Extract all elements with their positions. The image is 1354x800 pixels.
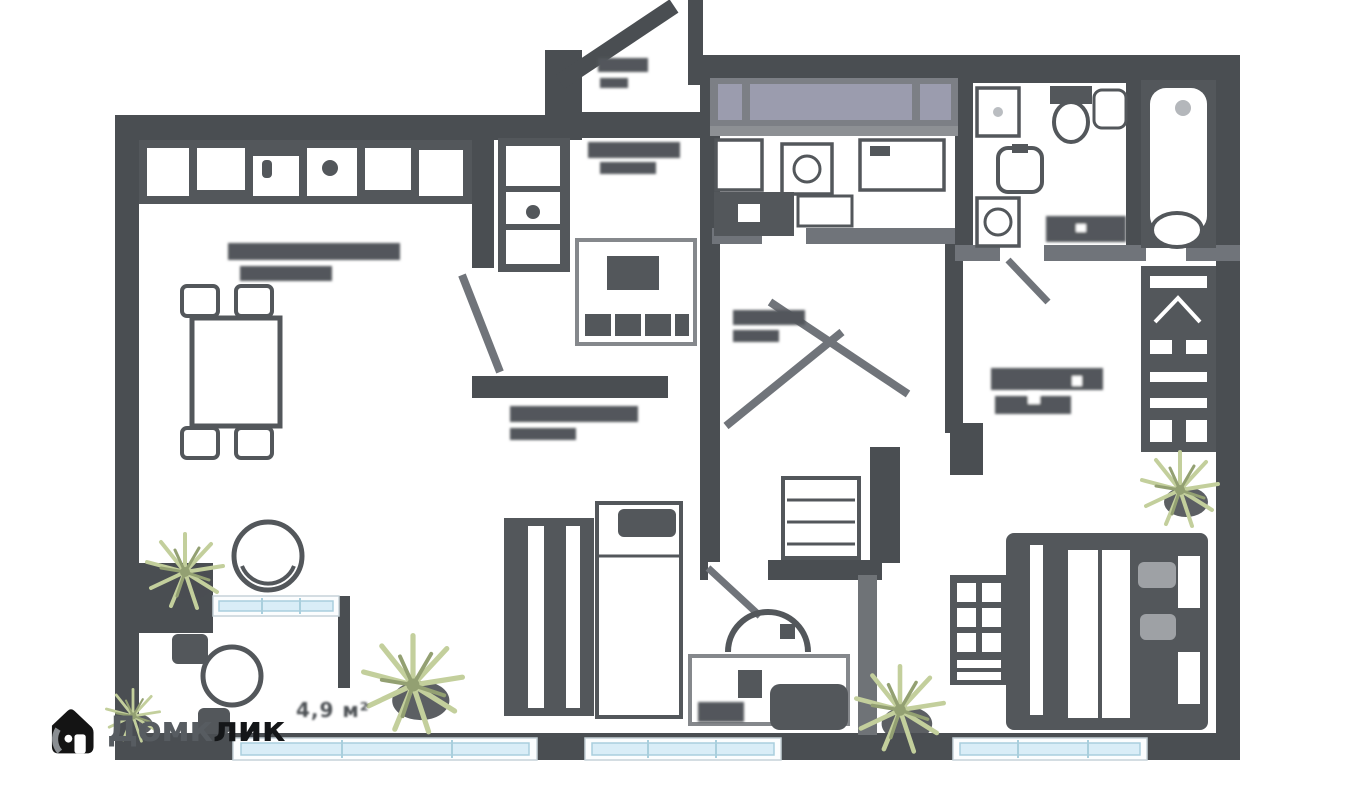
wall-right [1216,55,1240,760]
tub-room-door-opening [1146,245,1186,261]
room-label-blob [588,142,680,174]
room-label-blob [733,310,805,342]
wall-kitchen-sill [582,112,703,138]
sofa-icon [1006,533,1208,730]
wardrobe-icon [1141,266,1216,452]
wall-kitchen-bottom [472,376,668,398]
wall-hall-bottom-stub [700,560,708,580]
pillow-icon [1140,614,1176,640]
washing-machine-icon [780,142,834,196]
tv-stand-icon [950,575,1008,685]
room-label-blob [1046,216,1126,242]
brand-text: Домклик [107,709,286,750]
wall-bathroom-left [955,83,973,245]
brand-part2: лик [212,709,286,750]
plant-icon [1140,450,1220,528]
storage-box-icon [796,194,854,228]
wall-bedroom-right [858,575,877,735]
balcony-glazing [710,78,958,136]
pedestal-sink-icon [1150,211,1204,249]
chair-icon [770,684,848,730]
balcony-area-label: 4,9 м² [296,698,370,722]
bay-marks [598,58,648,88]
brand-part1: Домк [107,709,213,750]
kitchen-counter-icon [498,138,570,272]
wall-left [115,115,139,760]
round-table-icon [172,634,264,734]
bathroom-door-opening [1000,245,1044,261]
sink-icon [526,205,540,219]
shower-tray-icon [975,86,1021,138]
window-icon [584,737,782,761]
faucet-icon [1175,100,1191,116]
chair-icon [234,426,274,460]
desk-icon [688,654,850,730]
toilet-icon [1050,86,1092,144]
pillow-icon [1138,562,1176,588]
kitchen-counter-icon [139,140,472,204]
wardrobe-icon [504,518,594,716]
stove-icon [575,238,697,346]
room-label-blob [991,368,1103,414]
door-swing-icon [705,565,763,619]
watermark: Домклик [45,703,286,757]
room-label-blob [228,243,400,281]
hanger-icon [1153,295,1202,324]
chair-icon [198,708,230,734]
chair-icon [180,284,220,318]
bed-icon [595,501,683,719]
faucet-icon [1012,144,1028,153]
wall-tub-divider [1126,83,1141,245]
door-swings [458,257,1051,619]
wall-hall-left [700,395,720,562]
door-swing-icon [1005,257,1051,305]
dining-table-icon [180,284,283,460]
door-swing-icon [458,273,504,374]
windows [212,595,1148,761]
plant-icon [364,636,463,732]
wall-hall-closet [870,447,900,563]
pillow-icon [618,509,676,537]
door-swing-icon [723,328,845,430]
chair-icon [180,426,220,460]
washing-machine-icon [975,196,1021,248]
desk-chair-icon [725,609,811,653]
wall-loggia-stub [338,596,350,688]
chair-icon [172,634,208,664]
window-icon [952,737,1148,761]
window-icon [212,595,340,617]
room-label-blob [510,406,638,440]
window-icon [232,737,538,761]
armchair-icon [231,519,305,593]
balcony-storage [714,138,946,236]
wall-niche [950,423,983,475]
wall-hall-right [945,243,963,433]
faucet-icon [262,160,272,178]
storage-box-icon [714,138,764,192]
bidet-icon [1092,88,1128,130]
laptop-icon [738,670,762,698]
chair-icon [234,284,274,318]
burner-icon [322,160,338,176]
wall-top-left [115,115,582,140]
wall-living-kitchen [472,138,494,268]
shoe-rack-icon [781,476,861,560]
wall-bay-diagonal [555,0,679,89]
wall-hall-bottom [768,560,882,580]
domclick-house-icon [51,709,94,754]
sink-icon [996,144,1044,194]
